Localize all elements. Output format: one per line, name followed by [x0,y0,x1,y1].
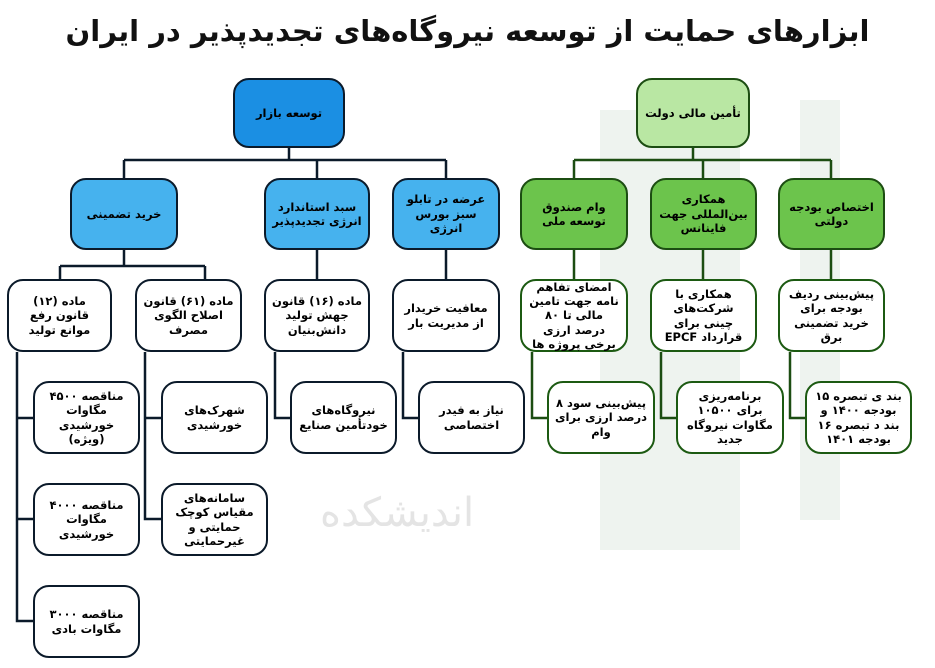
node-state-budget: اختصاص بودجه دولتی [778,178,885,250]
node-tender-3000: مناقصه ۳۰۰۰ مگاوات بادی [33,585,140,658]
node-budget-clauses: بند ی تبصره ۱۵ بودجه ۱۴۰۰ و بند د تبصره … [805,381,912,454]
node-loan-interest: پیش‌بینی سود ۸ درصد ارزی برای وام [547,381,655,454]
node-buyer-exemption: معافیت خریدار از مدیریت بار [392,279,500,352]
node-budget-line: پیش‌بینی ردیف بودجه برای خرید تضمینی برق [778,279,885,352]
node-article-12: ماده (۱۲) قانون رفع موانع تولید [7,279,112,352]
node-dedicated-feeder: نیاز به فیدر اختصاصی [418,381,525,454]
node-mou-signing: امضای تفاهم نامه جهت تامین مالی تا ۸۰ در… [520,279,628,352]
node-government-financing: تأمین مالی دولت [636,78,750,148]
node-renewable-basket: سبد استاندارد انرژی تجدیدپذیر [264,178,370,250]
node-market-development: توسعه بازار [233,78,345,148]
node-plan-10500: برنامه‌ریزی برای ۱۰۵۰۰ مگاوات نیروگاه جد… [676,381,784,454]
node-guaranteed-purchase: خرید تضمینی [70,178,178,250]
node-ndf-loan: وام صندوق توسعه ملی [520,178,628,250]
diagram-title: ابزارهای حمایت از توسعه نیروگاه‌های تجدی… [65,14,870,48]
node-article-16: ماده (۱۶) قانون جهش تولید دانش‌بنیان [264,279,370,352]
node-solar-towns: شهرک‌های خورشیدی [161,381,268,454]
watermark-text: اندیشکده [320,490,475,536]
node-chinese-cooperation: همکاری با شرکت‌های چینی برای قرارداد EPC… [650,279,757,352]
node-tender-4000: مناقصه ۴۰۰۰ مگاوات خورشیدی [33,483,140,556]
node-green-board: عرضه در تابلو سبز بورس انرژی [392,178,500,250]
node-international-cooperation: همکاری بین‌المللی جهت فاینانس [650,178,757,250]
node-article-61: ماده (۶۱) قانون اصلاح الگوی مصرف [135,279,242,352]
node-small-scale-systems: سامانه‌های مقیاس کوچک حمایتی و غیرحمایتی [161,483,268,556]
node-tender-4500: مناقصه ۴۵۰۰ مگاوات خورشیدی (ویژه) [33,381,140,454]
node-self-supply-plants: نیروگاه‌های خودتأمین صنایع [290,381,397,454]
